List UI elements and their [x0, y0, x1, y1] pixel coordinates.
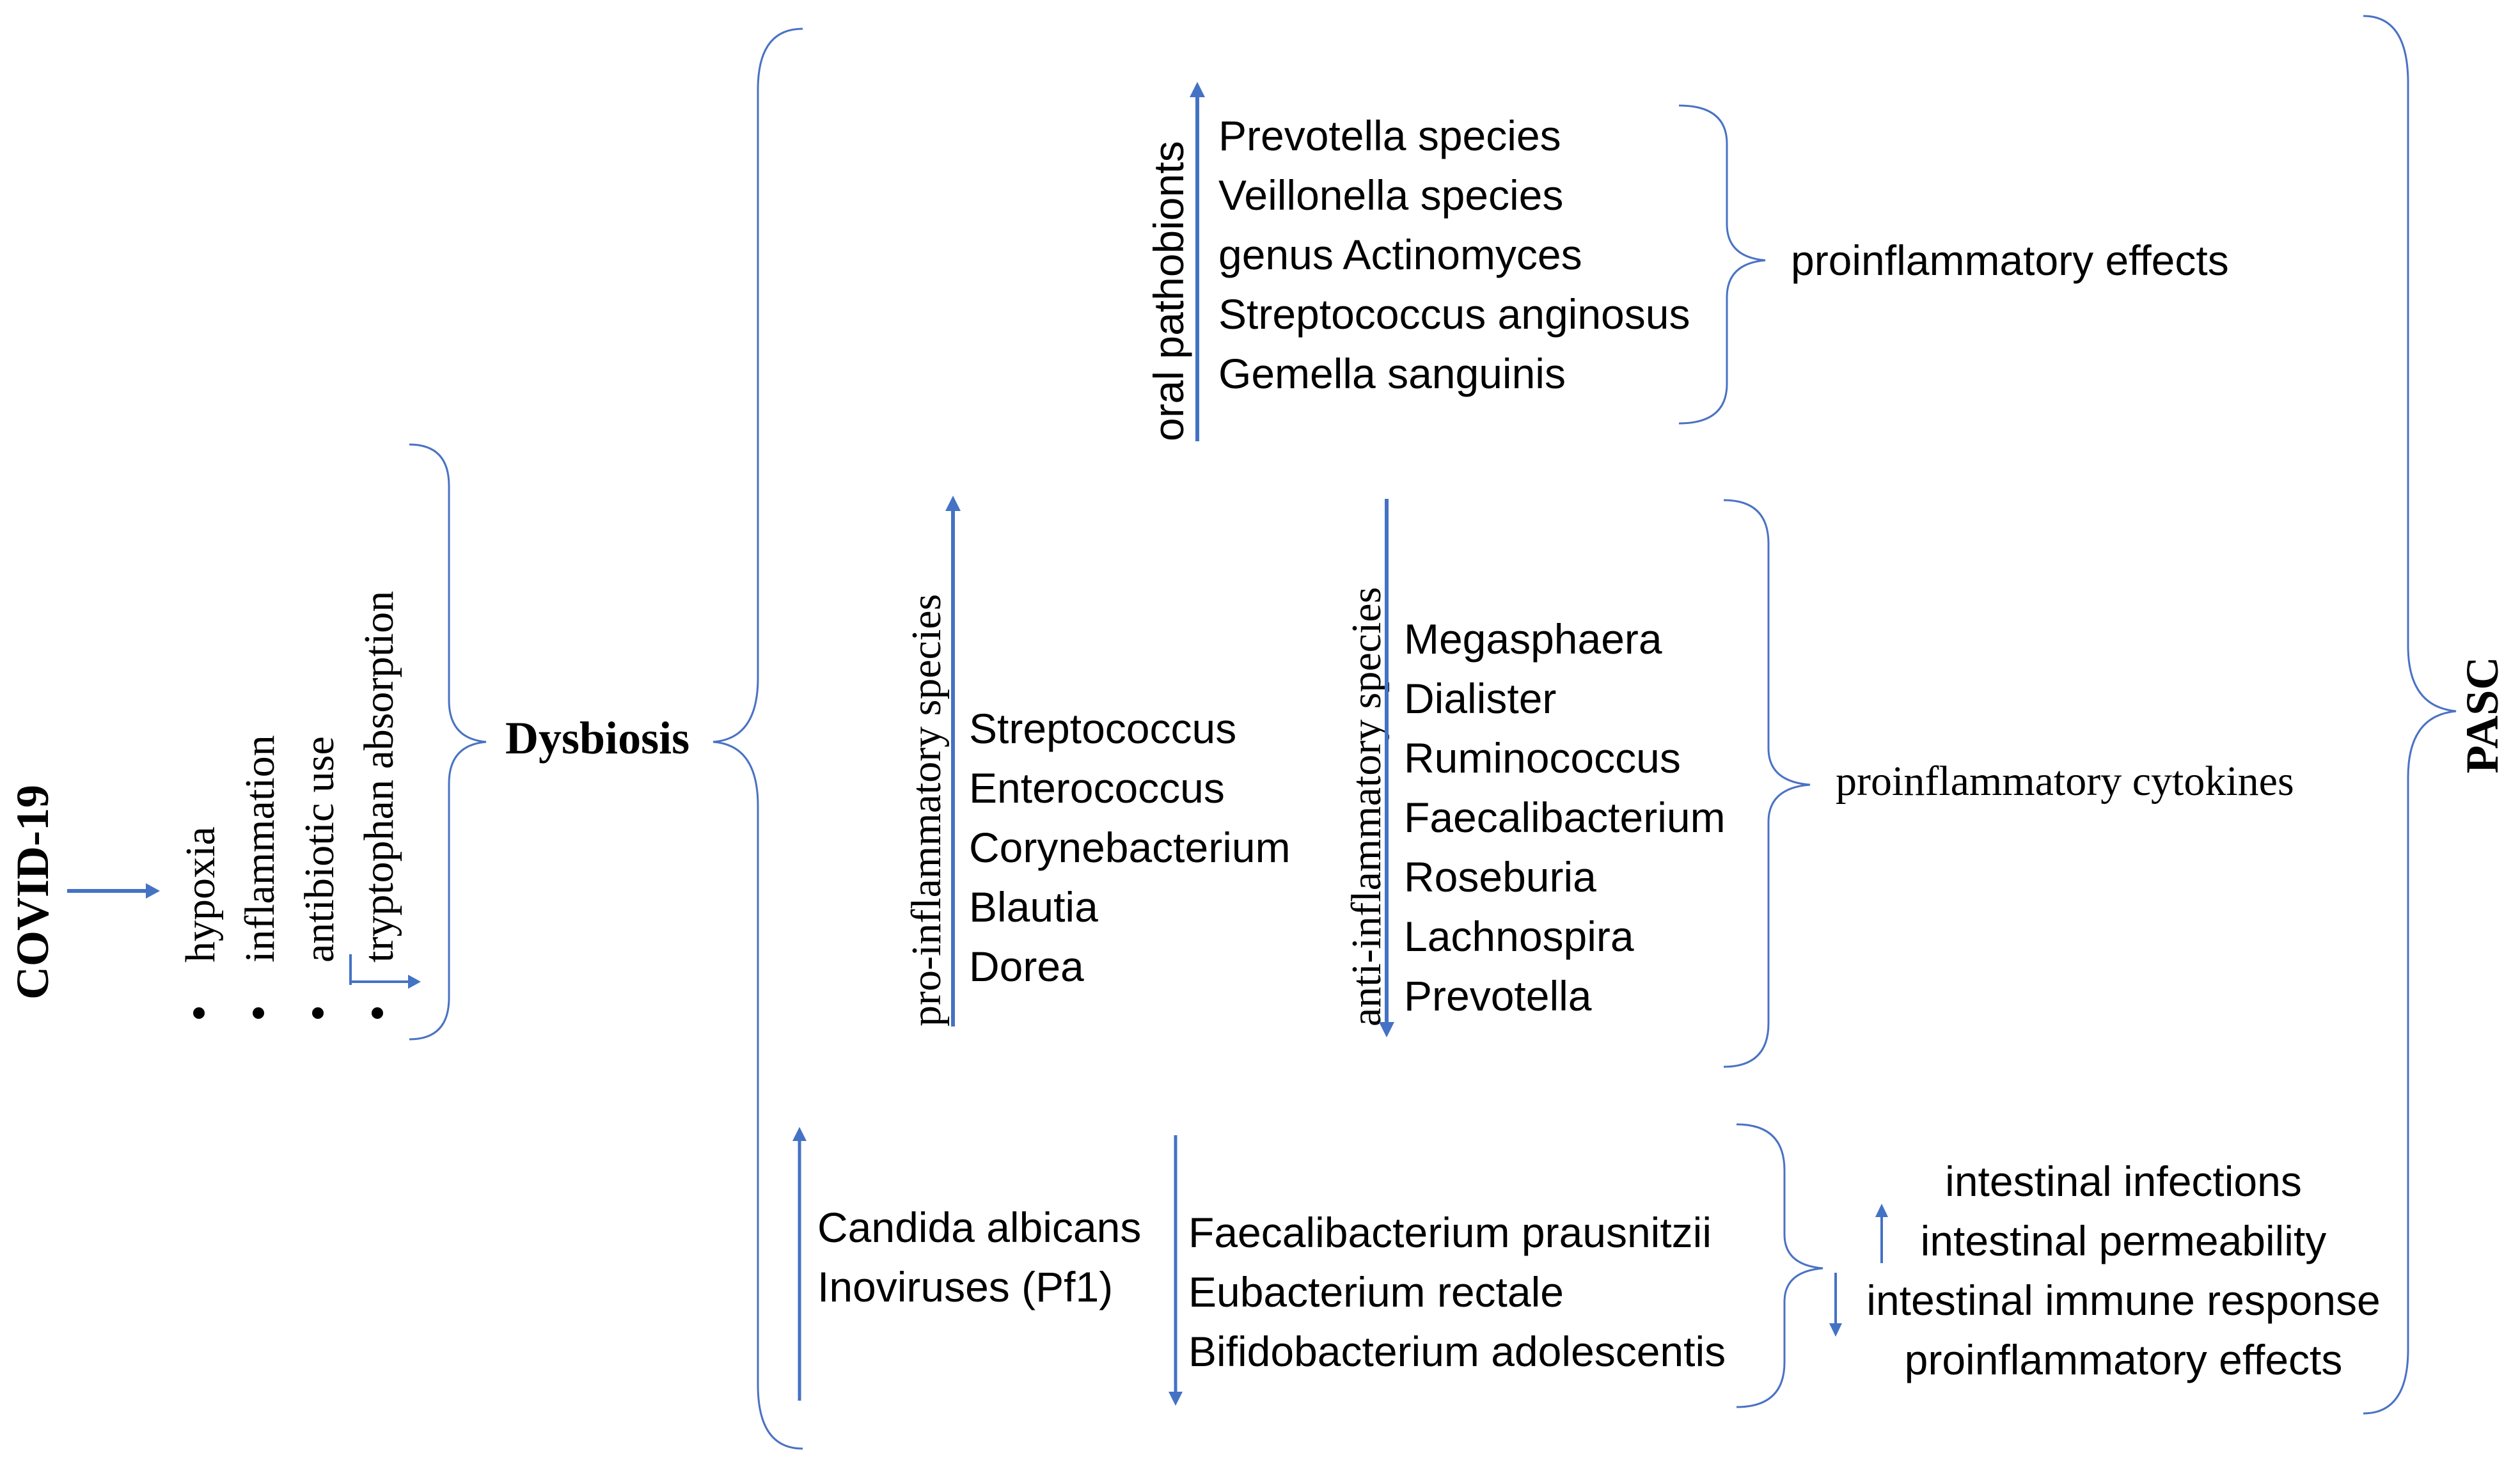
anti-species-5: Roseburia: [1404, 853, 1596, 901]
intestinal-up-arrow: [1875, 1204, 1888, 1263]
cause-inflammation: inflammation: [237, 735, 283, 963]
pro-increase-arrow: [945, 496, 961, 1027]
oral-species-3: genus Actinomyces: [1218, 231, 1582, 278]
decreased-item-1: Faecalibacterium prausnitzii: [1188, 1209, 1712, 1256]
cytokines-label: proinflammatory cytokines: [1836, 758, 2294, 805]
pasc-brace: [2363, 15, 2457, 1415]
dysbiosis-label: Dysbiosis: [505, 712, 689, 764]
cause-hypoxia: hypoxia: [177, 826, 224, 963]
oral-effect: proinflammatory effects: [1791, 237, 2229, 284]
anti-species-6: Lachnospira: [1404, 913, 1634, 960]
anti-decrease-arrow: [1379, 499, 1394, 1037]
intestinal-effect-2: intestinal permeability: [1921, 1217, 2327, 1264]
decreased-item-3: Bifidobacterium adolescentis: [1188, 1328, 1726, 1375]
anti-species-3: Ruminococcus: [1404, 734, 1681, 782]
intestinal-effect-4: proinflammatory effects: [1905, 1336, 2343, 1383]
anti-species-7: Prevotella: [1404, 972, 1592, 1019]
cause-antibiotic-use: antibiotic use: [296, 736, 343, 963]
intestinal-down-arrow: [1829, 1273, 1842, 1337]
pro-species-2: Enterococcus: [969, 764, 1225, 812]
covid-label: COVID-19: [7, 785, 58, 1000]
anti-species-4: Faecalibacterium: [1404, 794, 1726, 841]
oral-species-2: Veillonella species: [1218, 171, 1563, 219]
oral-increase-arrow: [1190, 82, 1205, 441]
pro-inflammatory-label: pro-inflammatory species: [903, 594, 950, 1027]
cause-bullets: [193, 1007, 383, 1019]
increased-item-1: Candida albicans: [817, 1204, 1141, 1251]
cause-tryptophan-absorption: tryptophan absorption: [356, 591, 402, 963]
oral-species-1: Prevotella species: [1218, 112, 1561, 159]
oral-species-5: Gemella sanguinis: [1218, 350, 1566, 397]
bottom-brace: [1736, 1123, 1823, 1408]
pro-species-4: Blautia: [969, 883, 1098, 931]
anti-inflammatory-label: anti-inflammatory species: [1343, 587, 1390, 1027]
pro-species-5: Dorea: [969, 943, 1084, 990]
decreased-bar-head: [1169, 1392, 1183, 1406]
oral-species-4: Streptococcus anginosus: [1218, 290, 1690, 338]
increased-bar-head: [792, 1127, 807, 1141]
anti-species-2: Dialister: [1404, 675, 1556, 722]
causes-brace: [409, 443, 487, 1041]
species-brace: [1723, 499, 1811, 1068]
pasc-label: PASC: [2457, 657, 2508, 774]
pro-species-3: Corynebacterium: [969, 824, 1291, 871]
oral-brace: [1678, 104, 1766, 425]
anti-species-1: Megasphaera: [1404, 615, 1662, 663]
dysbiosis-brace: [713, 28, 803, 1450]
oral-pathobionts-label: oral pathobionts: [1145, 141, 1192, 441]
covid-arrow: [67, 883, 160, 899]
intestinal-effect-3: intestinal immune response: [1866, 1277, 2380, 1324]
tryptophan-decrease-arrow: [349, 954, 421, 989]
intestinal-effect-1: intestinal infections: [1945, 1158, 2302, 1205]
pro-species-1: Streptococcus: [969, 705, 1236, 752]
decreased-item-2: Eubacterium rectale: [1188, 1268, 1564, 1316]
increased-item-2: Inoviruses (Pf1): [817, 1263, 1113, 1310]
